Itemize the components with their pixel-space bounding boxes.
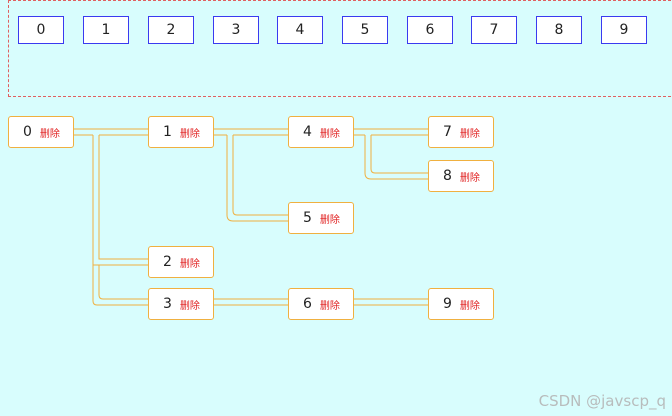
tree-node-5[interactable]: 5 删除 [288, 202, 354, 234]
tree-node-3[interactable]: 3 删除 [148, 288, 214, 320]
node-label: 5 [303, 210, 312, 226]
palette-chip-9[interactable]: 9 [601, 16, 647, 44]
node-label: 2 [163, 254, 172, 270]
tree-node-9[interactable]: 9 删除 [428, 288, 494, 320]
tree-node-7[interactable]: 7 删除 [428, 116, 494, 148]
palette-chip-6[interactable]: 6 [407, 16, 453, 44]
node-label: 4 [303, 124, 312, 140]
delete-button[interactable]: 删除 [319, 214, 340, 226]
palette-chip-5[interactable]: 5 [342, 16, 388, 44]
connector-6-9 [354, 298, 428, 306]
connector-4-8 [364, 135, 428, 180]
delete-button[interactable]: 删除 [459, 128, 480, 140]
delete-button[interactable]: 删除 [179, 300, 200, 312]
delete-button[interactable]: 删除 [179, 128, 200, 140]
chip-palette [8, 0, 672, 97]
watermark: CSDN @javscp_q [538, 392, 666, 410]
tree-node-1[interactable]: 1 删除 [148, 116, 214, 148]
tree-node-0[interactable]: 0 删除 [8, 116, 74, 148]
connector-0-trunk-inner [98, 135, 148, 300]
palette-chip-1[interactable]: 1 [83, 16, 129, 44]
palette-chip-0[interactable]: 0 [18, 16, 64, 44]
connector-0-trunk [92, 135, 148, 306]
delete-button[interactable]: 删除 [459, 172, 480, 184]
connector-4-8-inner [370, 135, 428, 174]
node-label: 3 [163, 296, 172, 312]
tree-node-6[interactable]: 6 删除 [288, 288, 354, 320]
palette-chip-4[interactable]: 4 [277, 16, 323, 44]
connector-1-5-inner [232, 135, 288, 216]
connector-3-6 [214, 298, 288, 306]
palette-chip-7[interactable]: 7 [471, 16, 517, 44]
node-label: 1 [163, 124, 172, 140]
node-label: 0 [23, 124, 32, 140]
delete-button[interactable]: 删除 [319, 300, 340, 312]
tree-node-8[interactable]: 8 删除 [428, 160, 494, 192]
delete-button[interactable]: 删除 [39, 128, 60, 140]
delete-button[interactable]: 删除 [319, 128, 340, 140]
palette-chip-8[interactable]: 8 [536, 16, 582, 44]
connector-1-5 [226, 135, 288, 222]
tree-node-2[interactable]: 2 删除 [148, 246, 214, 278]
palette-chip-2[interactable]: 2 [148, 16, 194, 44]
node-label: 9 [443, 296, 452, 312]
node-label: 8 [443, 168, 452, 184]
node-label: 6 [303, 296, 312, 312]
delete-button[interactable]: 删除 [179, 258, 200, 270]
delete-button[interactable]: 删除 [459, 300, 480, 312]
node-label: 7 [443, 124, 452, 140]
tree-node-4[interactable]: 4 删除 [288, 116, 354, 148]
palette-chip-3[interactable]: 3 [213, 16, 259, 44]
